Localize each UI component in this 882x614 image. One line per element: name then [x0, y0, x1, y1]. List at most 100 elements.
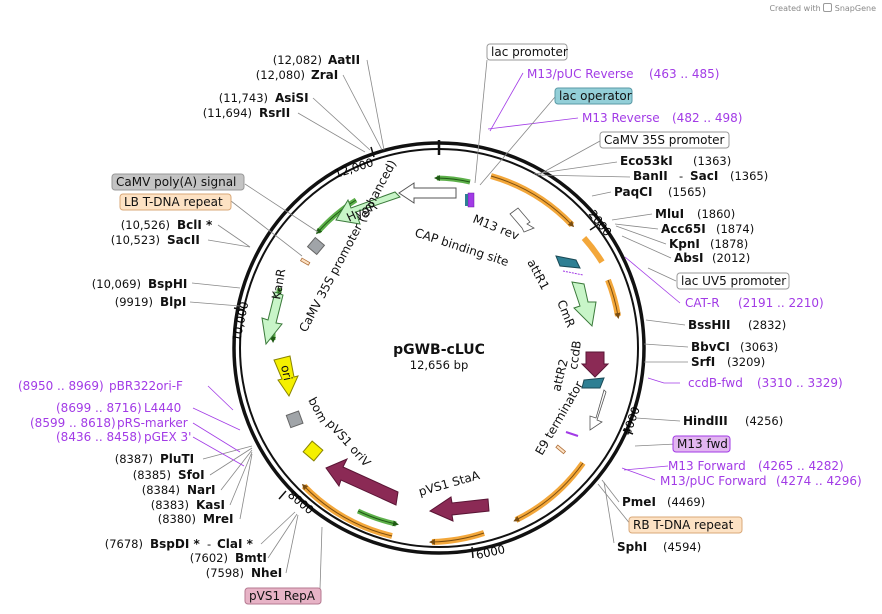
primer-name: CAT-R — [685, 296, 720, 310]
primer-range: (482 .. 498) — [672, 111, 742, 125]
site-mlui: MluI (1860) — [655, 207, 735, 221]
site-pmei: PmeI (4469) — [622, 495, 705, 509]
site-name: NarI — [187, 483, 216, 497]
site-pluti: (8387) PluTI — [115, 452, 194, 466]
primer-pgex-3: (8436 .. 8458) pGEX 3' — [56, 430, 191, 444]
site-pos: (1874) — [716, 222, 754, 236]
site-rsrii: (11,694) RsrII — [203, 106, 290, 120]
site-name: KasI — [196, 498, 225, 512]
box-label: pVS1 RepA — [249, 589, 316, 603]
primer-cat-r: CAT-R (2191 .. 2210) — [685, 296, 824, 310]
site-name: MluI — [655, 207, 684, 221]
site-name: SfoI — [178, 468, 205, 482]
site-name: RsrII — [259, 106, 290, 120]
site-mrei: (8380) MreI — [158, 512, 234, 526]
ccdb-arrow — [580, 351, 610, 378]
orange-arc-feature — [514, 461, 586, 523]
site-name: Eco53kI — [620, 154, 673, 168]
primer-name: M13 Forward — [668, 459, 746, 473]
attr2-feature — [581, 377, 605, 389]
site-name: PaqCI — [614, 185, 652, 199]
feature-label-cmr: CmR — [554, 298, 578, 330]
box-lb-tdna-repeat: LB T-DNA repeat — [119, 193, 232, 211]
site-name: HindIII — [683, 414, 728, 428]
orange-arc-feature — [607, 279, 621, 319]
feature-label-attr2: attR2 — [549, 358, 571, 393]
site-name: NheI — [251, 566, 282, 580]
orange-arc-feature — [431, 530, 485, 545]
primer-name: ccdB-fwd — [688, 376, 743, 390]
site-acc65i: Acc65I (1874) — [661, 222, 754, 236]
site-pos: (8383) — [151, 498, 189, 512]
site-pos: (4256) — [745, 414, 783, 428]
site-leaders — [189, 59, 689, 574]
primer-range: (4265 .. 4282) — [758, 459, 844, 473]
site-name: PluTI — [160, 452, 194, 466]
attr1-feature — [555, 255, 581, 269]
green-arc-feature — [434, 175, 471, 183]
site-kpni: KpnI (1878) — [669, 237, 748, 251]
plasmid-size: 12,656 bp — [410, 358, 469, 372]
site-pos: (7598) — [206, 566, 244, 580]
site-name: BlpI — [160, 295, 186, 309]
box-lac-promoter: lac promoter — [486, 43, 568, 61]
pvs1-orip-yellow — [302, 440, 324, 462]
site-pos: (4469) — [667, 495, 705, 509]
site-pos: (11,694) — [203, 106, 252, 120]
site-pos: (1363) — [693, 154, 731, 168]
site-name: BssHII — [688, 318, 730, 332]
tick-label: 6000 — [475, 542, 507, 562]
primer-l4440: (8699 .. 8716) L4440 — [56, 401, 181, 415]
site-eco53ki: Eco53kI (1363) — [620, 154, 731, 168]
site-pos: (12,080) — [256, 68, 305, 82]
box-camv-polya-signal: CaMV poly(A) signal — [111, 173, 245, 191]
site-name-pair: ClaI * — [217, 537, 254, 551]
site-name: MreI — [203, 512, 233, 526]
tick-4000: 4000 — [620, 405, 643, 437]
site-name: BbvCI — [691, 340, 730, 354]
site-name: SrfI — [691, 355, 715, 369]
primer-m13-reverse: M13 Reverse (482 .. 498) — [582, 111, 742, 125]
box-label: LB T-DNA repeat — [124, 195, 223, 209]
box-label: lac UV5 promoter — [681, 274, 786, 288]
hygr-arrow — [335, 191, 401, 225]
credit-brand: SnapGene — [834, 4, 876, 13]
green-arc-feature — [357, 510, 399, 527]
site-separator: - — [207, 537, 211, 551]
camv-polya-feature — [306, 236, 326, 256]
site-pos: (8387) — [115, 452, 153, 466]
m13-fwd-mark — [565, 431, 579, 437]
site-zrai: (12,080) ZraI — [256, 68, 338, 82]
site-pos: (2832) — [748, 318, 786, 332]
site-name-pair: SacI — [690, 169, 718, 183]
primer-name: M13/pUC Forward — [660, 474, 767, 488]
site-pos: (9919) — [115, 295, 153, 309]
site-name: PmeI — [622, 495, 656, 509]
feature-label-bom: bom — [305, 395, 330, 425]
cmr-arrow — [571, 281, 597, 328]
site-name: BclI * — [177, 218, 213, 232]
box-m13-fwd: M13 fwd — [672, 435, 731, 453]
orange-arc-feature — [301, 483, 393, 537]
tick-label: 12,000 — [333, 155, 376, 181]
site-pos: (1365) — [730, 169, 768, 183]
primer-m13-puc-forward: M13/pUC Forward (4274 .. 4296) — [660, 474, 862, 488]
primer-range: (4274 .. 4296) — [776, 474, 862, 488]
site-pos: (8380) — [158, 512, 196, 526]
site-name: BmtI — [235, 551, 267, 565]
site-blpi: (9919) BlpI — [115, 295, 187, 309]
site-pos: (8385) — [133, 468, 171, 482]
site-pos: (1878) — [710, 237, 748, 251]
box-lac-uv5-promoter: lac UV5 promoter — [676, 272, 790, 290]
site-banii-saci: BanII - SacI (1365) — [633, 169, 768, 183]
camv-35s-promoter-arrow — [398, 182, 457, 204]
site-name: AatII — [328, 53, 360, 67]
primer-m13-forward: M13 Forward (4265 .. 4282) — [668, 459, 844, 473]
orange-arc-feature — [429, 532, 485, 545]
primer-pbr322ori-f: (8950 .. 8969) pBR322ori-F — [18, 379, 183, 393]
primer-prs-marker: (8599 .. 8618) pRS-marker — [30, 416, 188, 430]
bom-feature — [285, 410, 304, 429]
site-sphi: SphI (4594) — [617, 540, 701, 554]
tick-10000: 10,000 — [229, 300, 251, 342]
